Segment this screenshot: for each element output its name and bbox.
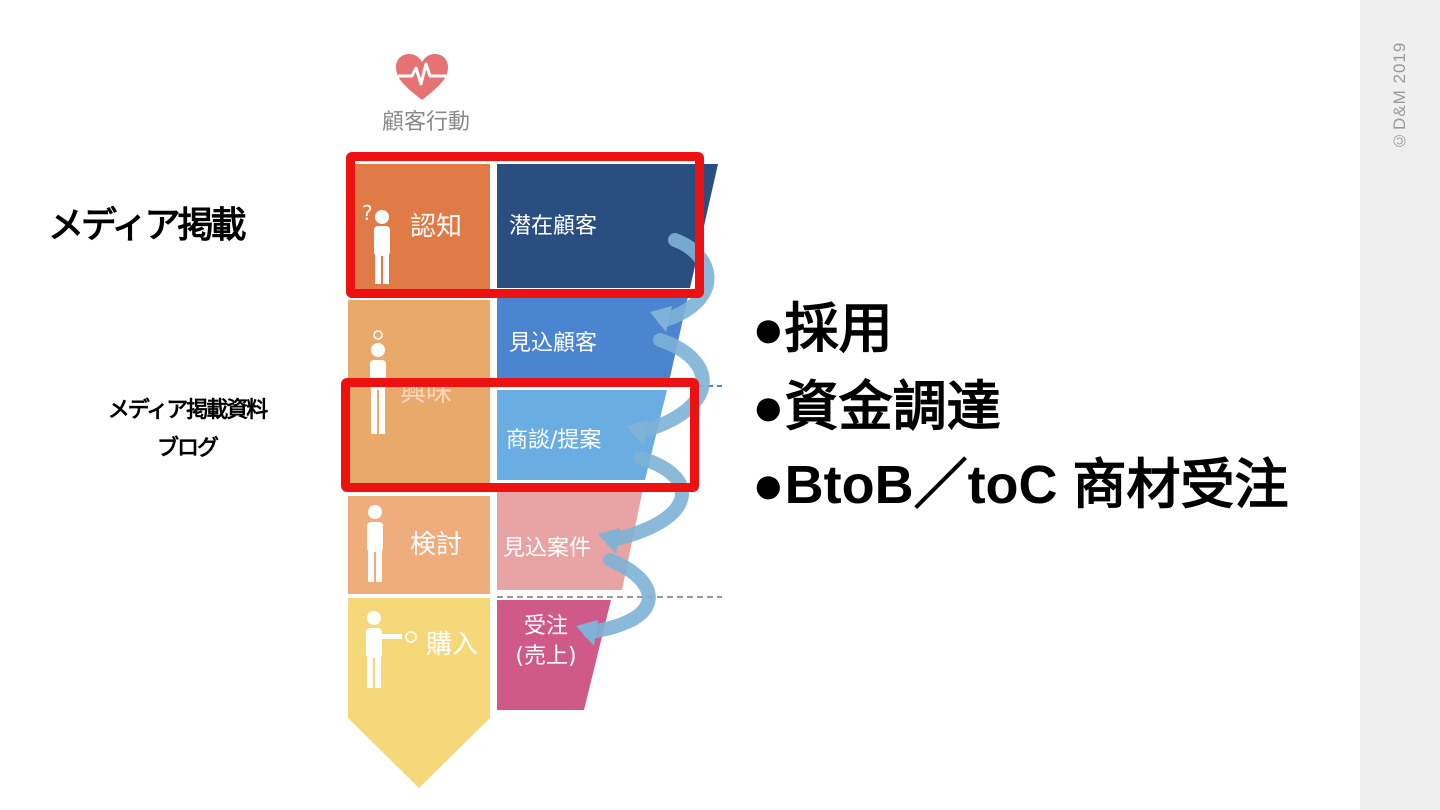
bullet-item: ●資金調達 [752,377,1001,437]
stage-block-awareness [348,164,490,292]
highlight-box-awareness [346,152,704,298]
arrow-head-icon [650,306,672,332]
svg-text:?: ? [362,201,373,225]
confused-person-icon: ? [362,201,390,284]
status-label-order: 受注 (売上) [515,614,577,669]
stage-label-awareness: 認知 [410,212,463,242]
flow-arrow [583,553,656,639]
page-title: 顧客行動 [381,110,470,135]
arrow-head-icon [598,528,620,554]
flow-arrow [633,333,710,439]
status-label-prospect: 見込顧客 [509,331,598,356]
flow-arrow [658,233,715,327]
stage-label-consideration: 検討 [410,530,463,560]
note-media-docs-blog: メディア掲載資料 ブログ [56,392,318,468]
bullet-list: ●採用 ●資金調達 ●BtoB／toC 商材受注 [752,290,1289,524]
flow-arrow [605,451,689,547]
heart-pulse-icon [396,54,448,100]
bullet-item: ●BtoB／toC 商材受注 [752,455,1289,515]
note-blog: ブログ [156,436,219,461]
status-block-potential [497,164,718,288]
highlight-box-negotiation [341,378,699,492]
status-label-negotiation: 商談/提案 [506,428,602,453]
bullet-item: ●採用 [752,299,893,359]
arrow-head-icon [576,620,598,646]
stage-label-purchase: 購入 [426,630,479,660]
note-media-docs: メディア掲載資料 [107,398,268,423]
right-sidebar [1360,0,1440,810]
status-label-potential: 潜在顧客 [509,214,598,239]
status-label-opportunity: 見込案件 [503,536,592,561]
paying-person-icon [366,611,417,688]
status-block-negotiation [497,390,667,480]
status-block-prospect [497,292,689,382]
note-media: メディア掲載 [48,205,246,246]
arrow-head-icon [626,420,648,446]
stage-block-purchase [348,598,490,788]
thinking-person-icon [367,505,383,582]
